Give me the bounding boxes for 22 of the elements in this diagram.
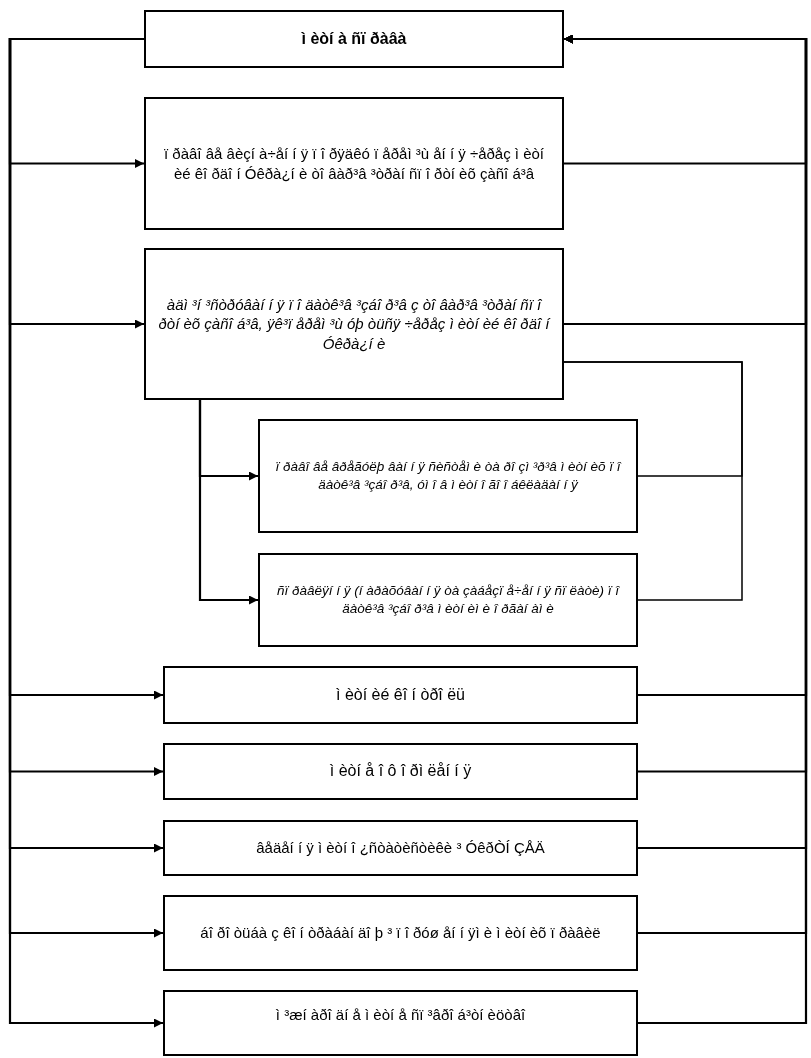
text-box bbox=[163, 895, 638, 971]
node-text: ì èòí à ñï ðàâà bbox=[301, 28, 407, 49]
text-box bbox=[163, 820, 638, 876]
connector-line bbox=[563, 361, 743, 601]
node-text: âåäåí í ÿ ì èòí î ¿ñòàòèñòèêè ³ ÓêðÒÍ ÇÅÄ bbox=[256, 838, 545, 858]
node-text: ï ðàâî âå âèçí à÷åí í ÿ ï î ðÿäêó ï åðåì ³ù åí í ÿ ÷åðåç ì èòí èé êî ðäî í Óêðà¿í è òî âàð³â ³òðàí ñï î ðòí èõ çàñî á³â bbox=[163, 144, 545, 183]
node-text: ì èòí å î ô î ðì ëåí í ÿ bbox=[329, 761, 472, 782]
node-text: ñï ðàâëÿí í ÿ (í àðàõóâàí í ÿ òà çàáåçï å÷åí í ÿ ñï ëàòè) ï î äàòê³â ³çáî ð³â ì èòí èì è î ðãàí àì è bbox=[275, 582, 621, 618]
text-box bbox=[163, 666, 638, 724]
node-text: ï ðàâî âå âðåãóëþ âàí í ÿ ñèñòåì è òà ðî çì ³ð³â ì èòí èõ ï î äàòê³â ³çáî ð³â, óì î â ì èòí î ãî î áêëàäàí í ÿ bbox=[274, 458, 623, 494]
node-text: àäì ³í ³ñòðóâàí í ÿ ï î äàòê³â ³çáî ð³â ç òî âàð³â ³òðàí ñï î ðòí èõ çàñî á³â, ÿê³ï åðåì ³ù óþ òüñÿ ÷åðåç ì èòí èé êî ðäî í Óêðà¿í è bbox=[158, 294, 550, 354]
text-box bbox=[258, 553, 638, 647]
text-box bbox=[163, 990, 638, 1056]
node-text: ì ³æí àðî äí å ì èòí å ñï ³âðî á³òí èöòâî bbox=[275, 1005, 526, 1025]
text-box bbox=[258, 419, 638, 533]
text-box bbox=[144, 10, 564, 68]
text-box bbox=[144, 97, 564, 230]
node-text: ì èòí èé êî í òðî ëü bbox=[336, 684, 465, 705]
text-box bbox=[144, 248, 564, 400]
text-box bbox=[163, 743, 638, 800]
node-text: áî ðî òüáà ç êî í òðàáàí äî þ ³ ï î ðóø åí í ÿì è ì èòí èõ ï ðàâèë bbox=[200, 923, 601, 943]
arrow bbox=[198, 400, 258, 605]
